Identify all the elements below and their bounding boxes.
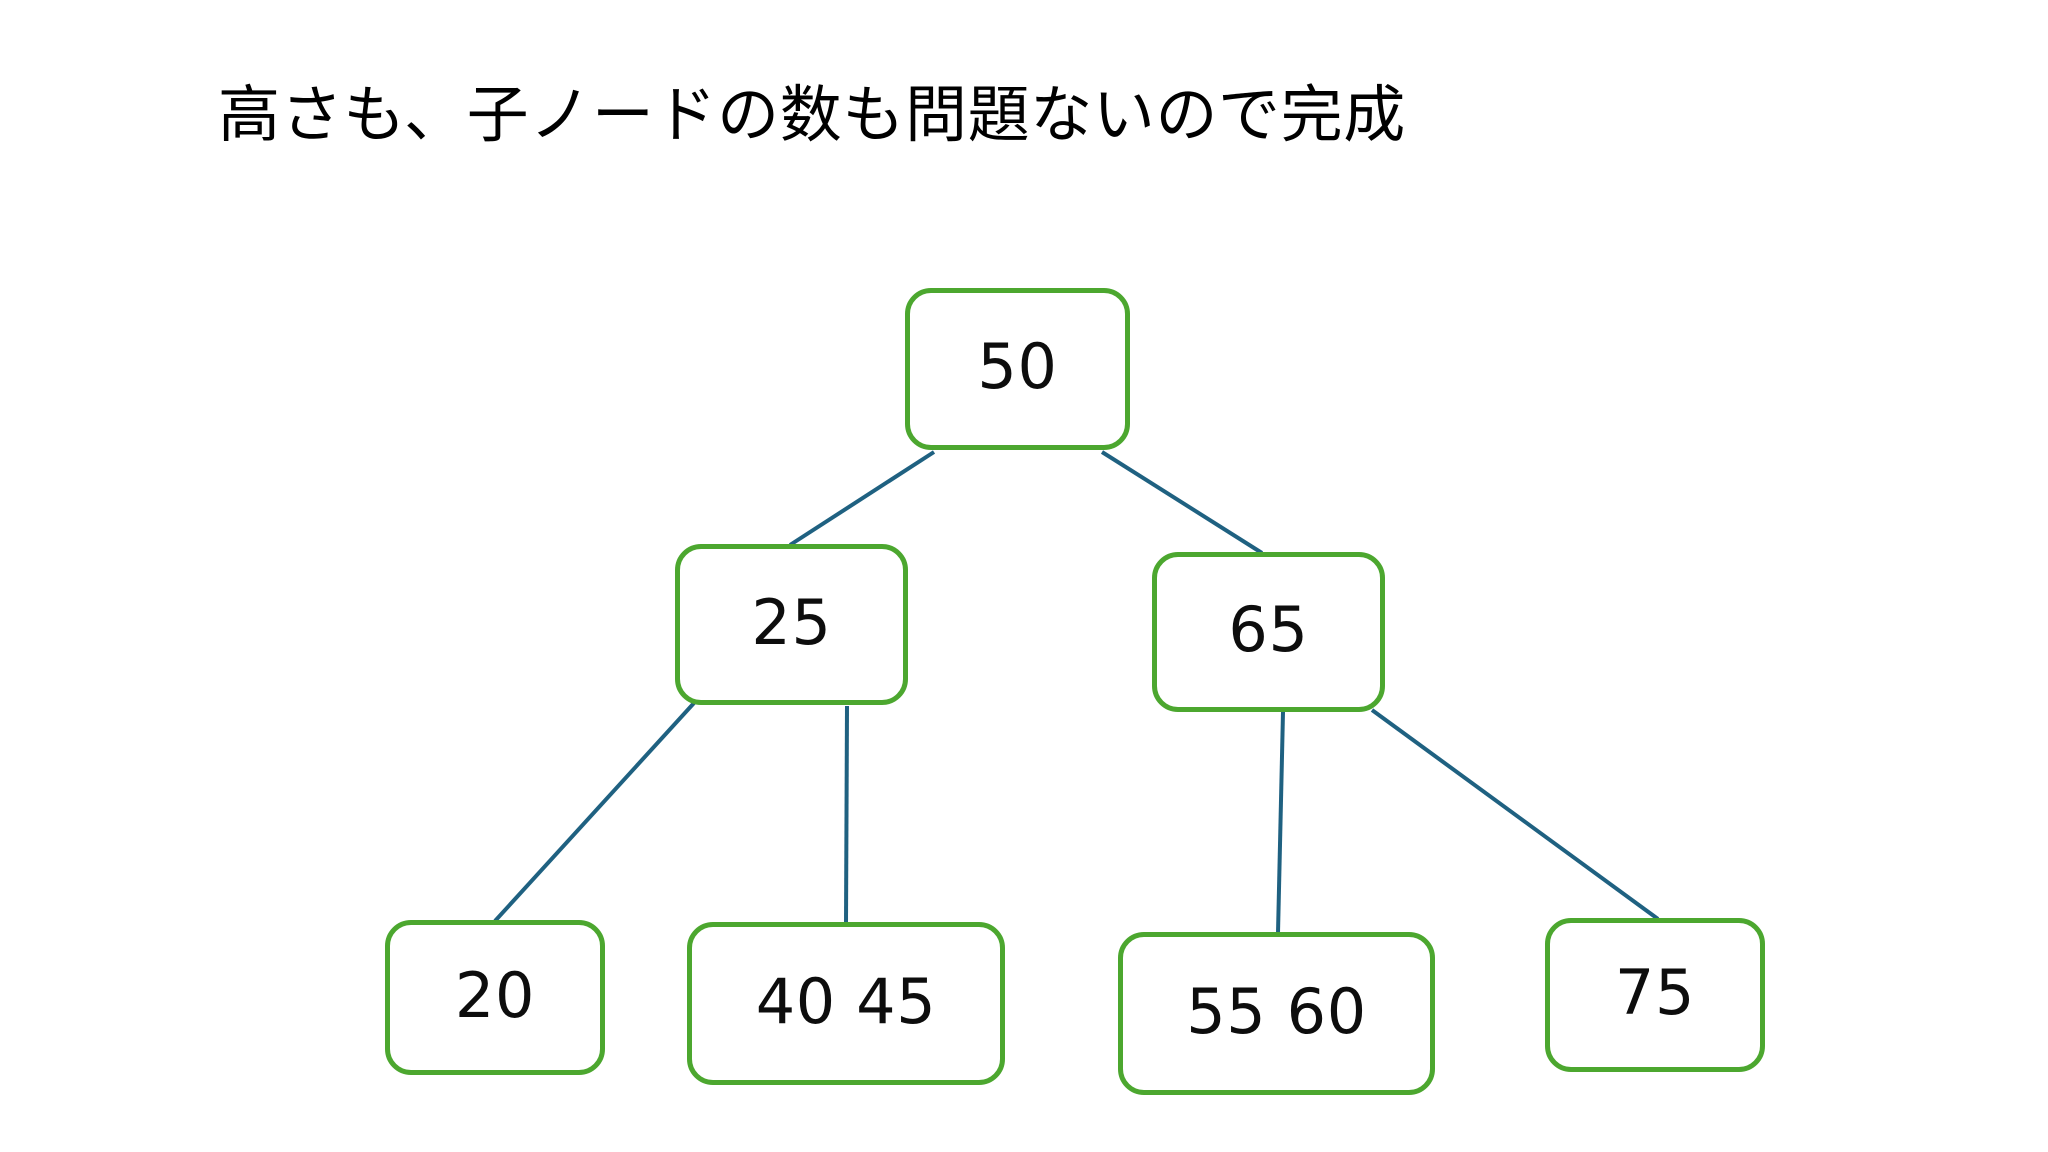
tree-node-n5560[interactable]: 55 60 [1118,932,1435,1095]
tree-node-label: 75 [1614,956,1696,1029]
tree-node-label: 20 [454,958,536,1032]
tree-node-n4045[interactable]: 40 45 [687,922,1005,1085]
tree-node-label: 40 45 [755,964,937,1038]
tree-node-label: 55 60 [1186,974,1367,1048]
tree-node-label: 50 [977,330,1058,403]
tree-node-n20[interactable]: 20 [385,920,605,1075]
tree-node-label: 25 [751,585,832,659]
tree-node-n25[interactable]: 25 [675,544,908,705]
tree-node-n75[interactable]: 75 [1545,918,1765,1072]
tree-edge-n65-to-n5560 [1276,711,1285,934]
tree-edges [493,450,1660,934]
tree-node-root[interactable]: 50 [905,288,1130,450]
tree-edge-n25-to-n20 [493,701,696,923]
tree-edge-n65-to-n75 [1370,708,1660,921]
tree-node-label: 65 [1228,593,1309,666]
tree-node-n65[interactable]: 65 [1152,552,1385,712]
tree-edge-n25-to-n4045 [844,705,849,924]
page-title: 高さも、子ノードの数も問題ないので完成 [218,82,1406,150]
tree-edge-root-to-n25 [788,450,936,547]
tree-edge-root-to-n65 [1100,450,1264,555]
